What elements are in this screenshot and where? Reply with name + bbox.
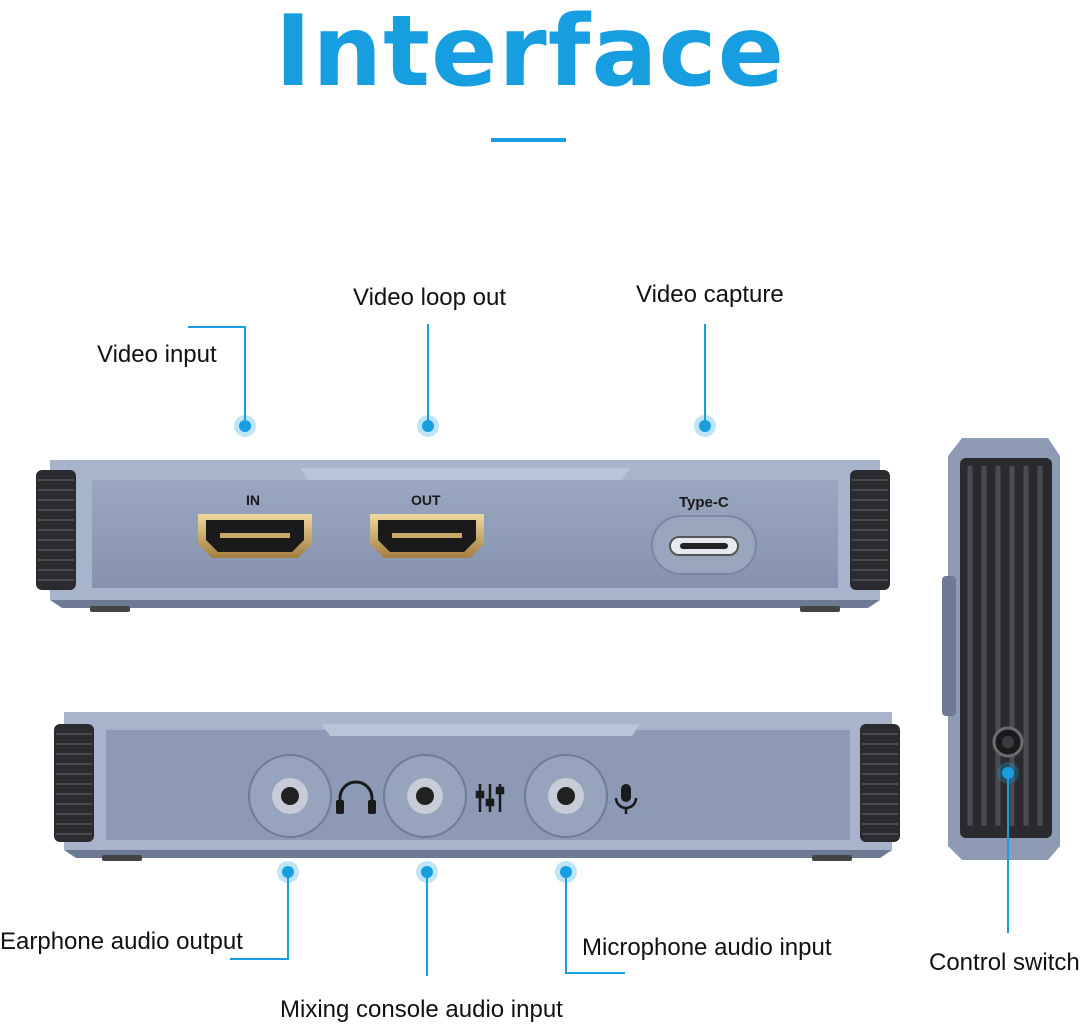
label-control-switch: Control switch [929,949,1080,976]
callout-earphone-h [230,958,289,960]
device-side-view [942,438,1060,860]
type-c-port [651,515,757,575]
control-switch-knob [992,726,1024,758]
page-title: Interface [274,0,786,109]
callout-dot-control-switch [1002,767,1014,779]
callout-earphone-v [287,876,289,960]
label-mixing-console-audio-input: Mixing console audio input [280,996,563,1023]
port-label-typec: Type-C [679,494,729,511]
mixing-console-jack [383,754,467,838]
headphones-icon [336,780,376,814]
callout-dot-microphone [560,866,572,878]
left-heatsink-fins [36,470,76,590]
callout-video-input-v [244,326,246,422]
label-microphone-audio-input: Microphone audio input [582,934,832,961]
callout-dot-mixing-console [421,866,433,878]
callout-dot-video-input [239,420,251,432]
device-front-panel [36,460,890,612]
callout-dot-video-loop-out [422,420,434,432]
hdmi-out-port [370,514,484,558]
callout-video-loop-out-v [427,324,429,422]
microphone-icon [614,784,638,814]
callout-microphone-v [565,876,567,974]
earphone-jack [248,754,332,838]
title-underline [491,138,566,142]
callout-mixing-console-v [426,876,428,976]
hdmi-in-port [198,514,312,558]
microphone-jack [524,754,608,838]
callout-video-input-h [188,326,246,328]
callout-control-switch-v [1007,777,1009,933]
callout-microphone-h [565,972,625,974]
callout-video-capture-v [704,324,706,422]
label-earphone-audio-output: Earphone audio output [0,928,243,955]
mixer-sliders-icon [475,784,505,812]
port-label-in: IN [246,492,260,508]
callout-dot-earphone [282,866,294,878]
port-label-out: OUT [411,492,441,508]
label-video-capture: Video capture [636,281,784,308]
device-rear-panel [54,712,900,861]
label-video-loop-out: Video loop out [353,284,507,311]
callout-dot-video-capture [699,420,711,432]
label-video-input: Video input [97,341,217,368]
right-heatsink-fins [850,470,890,590]
